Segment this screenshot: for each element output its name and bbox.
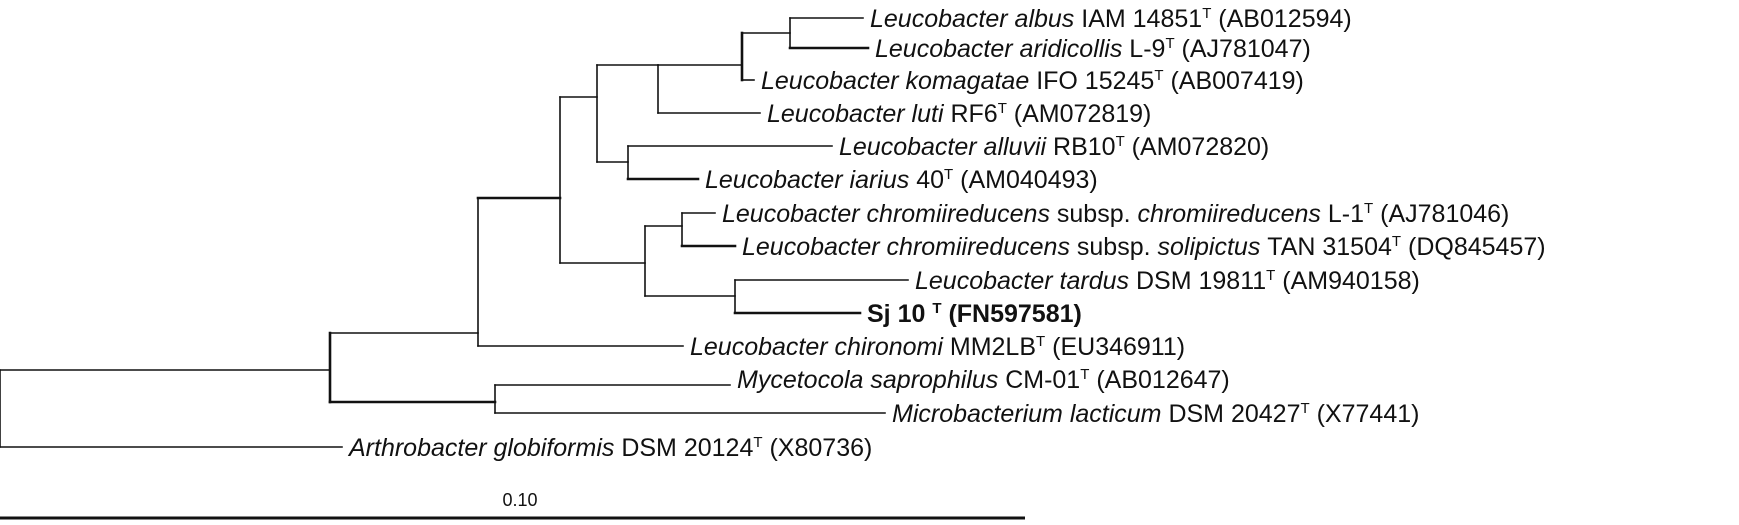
taxon-label: Leucobacter iarius 40T (AM040493) xyxy=(705,166,1098,194)
tree-branches xyxy=(0,17,909,448)
taxon-label: Sj 10 T (FN597581) xyxy=(867,300,1082,328)
taxon-label: Leucobacter tardus DSM 19811T (AM940158) xyxy=(915,267,1420,295)
taxon-labels: Leucobacter albus IAM 14851T (AB012594)L… xyxy=(347,5,1546,462)
taxon-label: Leucobacter alluvii RB10T (AM072820) xyxy=(839,133,1269,161)
scale-bar-label: 0.10 xyxy=(502,490,537,510)
taxon-label: Leucobacter komagatae IFO 15245T (AB0074… xyxy=(761,67,1304,95)
taxon-label: Leucobacter luti RF6T (AM072819) xyxy=(767,100,1151,128)
taxon-label: Leucobacter chromiireducens subsp. chrom… xyxy=(722,200,1509,228)
taxon-label: Leucobacter chironomi MM2LBT (EU346911) xyxy=(690,333,1185,361)
taxon-label: Leucobacter albus IAM 14851T (AB012594) xyxy=(870,5,1352,33)
taxon-label: Leucobacter chromiireducens subsp. solip… xyxy=(742,233,1546,261)
taxon-label: Mycetocola saprophilus CM-01T (AB012647) xyxy=(737,366,1230,394)
taxon-label: Microbacterium lacticum DSM 20427T (X774… xyxy=(892,400,1419,428)
taxon-label: Leucobacter aridicollis L-9T (AJ781047) xyxy=(875,35,1311,63)
taxon-label: Arthrobacter globiformis DSM 20124T (X80… xyxy=(347,434,872,462)
scale-bar: 0.10 xyxy=(0,490,1025,520)
